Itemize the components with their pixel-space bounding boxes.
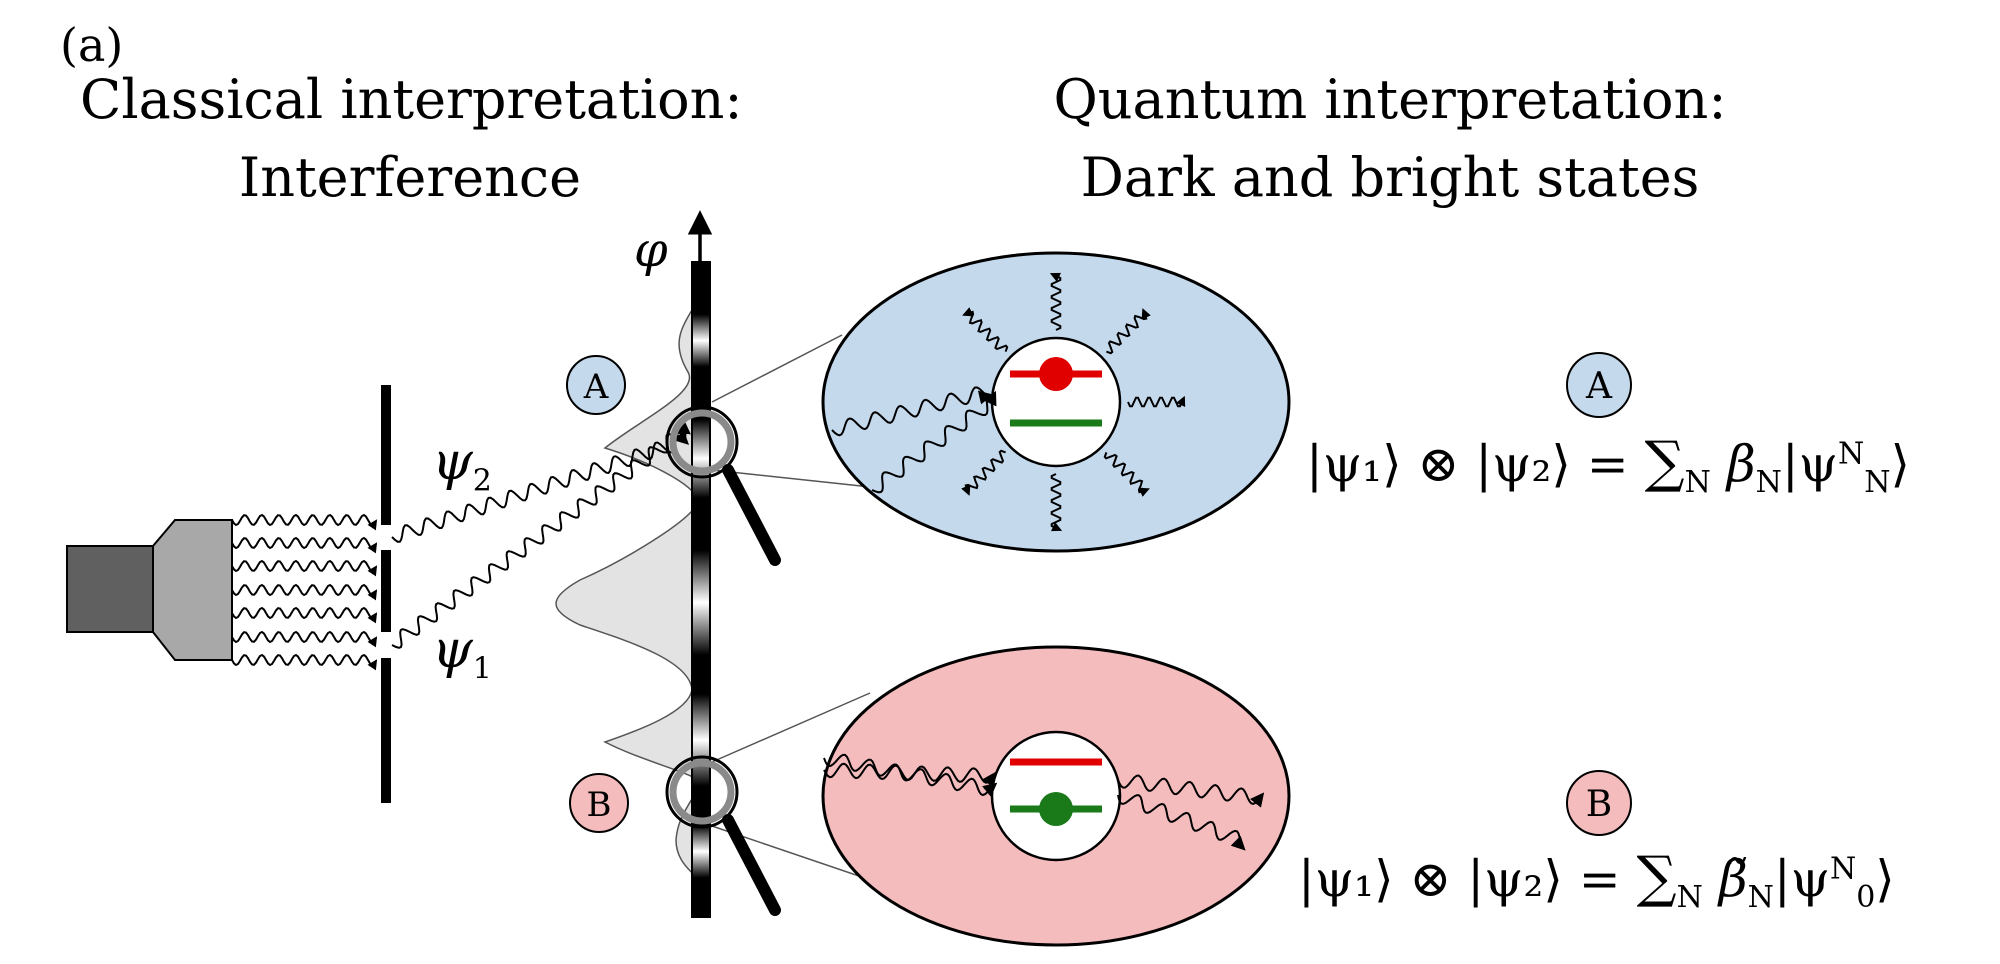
incoming-photon xyxy=(823,762,996,788)
classical-subtitle: Interference xyxy=(238,146,582,209)
emitted-photon xyxy=(1103,452,1150,497)
transmitted-photon xyxy=(1117,774,1265,808)
equation-dark: |ψ₁⟩ ⊗ |ψ₂⟩ = ∑N β̃N|ψN0⟩ xyxy=(1298,845,1895,915)
equation-bright: |ψ₁⟩ ⊗ |ψ₂⟩ = ∑N βN|ψNN⟩ xyxy=(1306,430,1910,500)
source-photon xyxy=(231,513,378,531)
svg-text:A: A xyxy=(583,367,609,407)
badge-b-left: B xyxy=(569,773,629,833)
source-photon xyxy=(231,536,378,554)
source-photon xyxy=(231,653,378,671)
double-slit xyxy=(381,385,391,803)
psi2-label: ψ2 xyxy=(432,432,492,499)
phi-label: φ xyxy=(634,222,668,278)
emitted-photon xyxy=(1106,308,1151,355)
magnifier-a xyxy=(665,405,781,566)
svg-text:A: A xyxy=(1585,366,1613,407)
badge-a-right: A xyxy=(1566,352,1632,418)
screen xyxy=(691,261,711,918)
panel-label: (a) xyxy=(60,18,124,72)
source-photon xyxy=(231,606,378,624)
incoming-photon xyxy=(831,386,997,437)
incoming-photon xyxy=(871,390,994,494)
classical-title: Classical interpretation: xyxy=(80,68,743,131)
source-photon xyxy=(231,583,378,601)
badge-a-left: A xyxy=(566,355,626,415)
psi1-label: ψ1 xyxy=(432,620,492,687)
emitted-photon xyxy=(962,307,1009,352)
light-source xyxy=(66,519,233,661)
zoom-photons xyxy=(823,272,1265,851)
emitted-photon xyxy=(1127,395,1186,408)
emitted-photon xyxy=(1049,272,1062,331)
svg-text:B: B xyxy=(1586,784,1612,825)
transmitted-photon xyxy=(1117,794,1246,851)
levels-b xyxy=(1010,758,1102,826)
emitted-photon xyxy=(1050,473,1063,532)
psi2-photon xyxy=(391,430,690,543)
magnifier-b xyxy=(665,755,781,916)
badge-b-right: B xyxy=(1566,770,1632,836)
svg-text:B: B xyxy=(587,785,612,825)
levels-a xyxy=(1010,357,1102,427)
emitted-photon xyxy=(961,449,1006,496)
quantum-title: Quantum interpretation: xyxy=(1053,68,1727,131)
source-photon xyxy=(231,630,378,648)
slit-photons xyxy=(391,420,691,649)
source-photon xyxy=(231,559,378,577)
quantum-subtitle: Dark and bright states xyxy=(1080,146,1700,209)
source-photons xyxy=(231,513,378,671)
psi1-photon xyxy=(391,420,691,649)
